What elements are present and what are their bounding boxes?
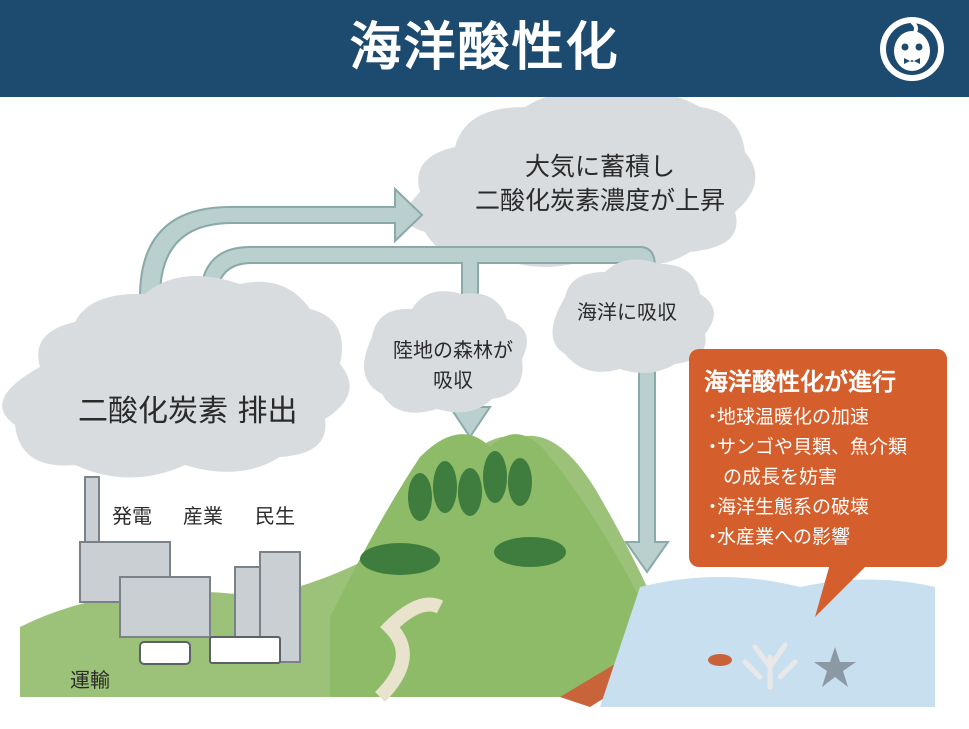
coral [742, 642, 798, 690]
callout-pointer [815, 564, 868, 617]
forest-line1: 陸地の森林が [393, 338, 513, 362]
atmosphere-line1: 大気に蓄積し [524, 152, 675, 181]
ocean-absorb-label: 海洋に吸収 [577, 300, 677, 324]
sector-label-power: 発電 [112, 504, 152, 528]
callout-item: ・地球温暖化の加速 [703, 406, 870, 428]
header-bar [0, 0, 969, 97]
starfish [814, 647, 856, 687]
shell [708, 654, 732, 666]
callout-item: ・水産業への影響 [703, 526, 851, 548]
atmosphere-label: 大気に蓄積し 二酸化炭素濃度が上昇 [440, 150, 760, 218]
page-title: 海洋酸性化 [349, 18, 620, 78]
atmosphere-cloud [406, 97, 756, 267]
forest-trees [360, 451, 566, 575]
sea [600, 577, 935, 707]
emission-cloud [2, 276, 350, 478]
vehicles [139, 636, 281, 665]
atmosphere-line2: 二酸化炭素濃度が上昇 [474, 186, 725, 215]
sector-label-industry: 産業 [183, 504, 223, 528]
carbon-cycle-illustration [2, 97, 935, 707]
forest-line2: 吸収 [433, 368, 473, 392]
callout-box [689, 349, 947, 567]
callout-item: ・海洋生態系の破壊 [703, 496, 870, 518]
road [374, 597, 444, 702]
callout-title: 海洋酸性化が進行 [704, 368, 896, 396]
sector-label-residential: 民生 [255, 504, 295, 528]
mascot-logo-icon [880, 17, 944, 81]
emission-label: 二酸化炭素 排出 [78, 394, 298, 429]
callout-list: ・地球温暖化の加速 ・サンゴや貝類、魚介類の成長を妨害 ・海洋生態系の破壊 ・水… [703, 402, 907, 552]
callout-item: ・サンゴや貝類、魚介類の成長を妨害 [703, 436, 908, 488]
transport-label: 運輸 [70, 668, 110, 692]
arrow-emission-to-atmosphere [139, 186, 424, 363]
forest-cloud [364, 291, 527, 413]
forest-label: 陸地の森林が 吸収 [378, 335, 528, 395]
ocean-cloud [552, 259, 714, 373]
